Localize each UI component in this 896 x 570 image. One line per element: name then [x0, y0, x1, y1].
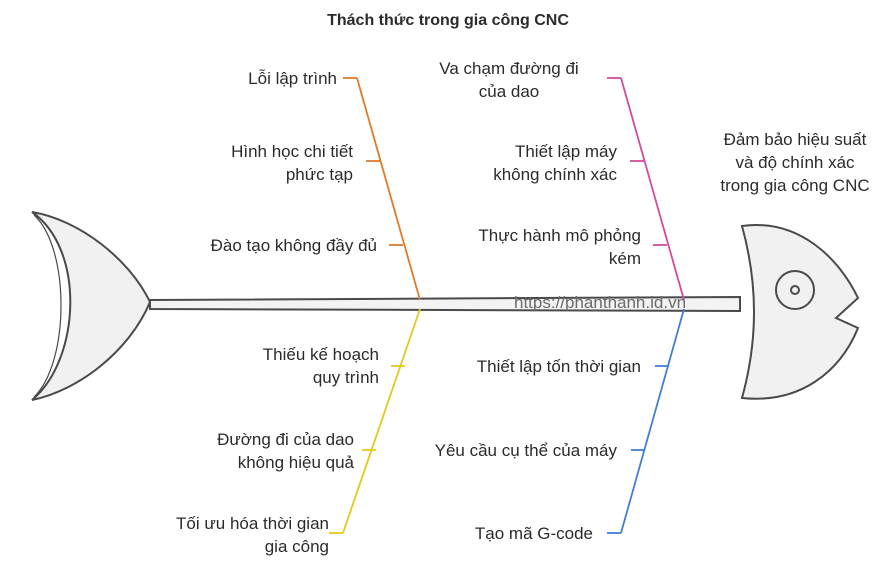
fish-spine [149, 295, 741, 313]
cause-label-thiet-lap-ton: Thiết lập tốn thời gian [476, 357, 641, 376]
diagram-title: Thách thức trong gia công CNC [327, 12, 569, 29]
fish-pupil [790, 285, 800, 295]
cause-label-duong-di-dao: Đường đi của dao không hiệu quả [217, 430, 354, 472]
watermark-text: https://phanthanh.id.vn [514, 293, 687, 312]
branch-bottom-left [342, 308, 421, 534]
fish-tail [31, 211, 152, 401]
effect-label: Đảm bảo hiệu suất và độ chính xác trong … [720, 130, 870, 195]
cause-label-loi-lap-trinh: Lỗi lập trình [248, 69, 337, 88]
cause-label-tao-ma: Tạo mã G-code [474, 524, 593, 543]
cause-label-thuc-hanh: Thực hành mô phỏng kém [478, 226, 641, 268]
fish-tail-inner [33, 214, 62, 398]
cause-label-thieu-ke-hoach: Thiếu kế hoạch quy trình [262, 345, 379, 387]
fish-head [740, 224, 860, 400]
cause-label-dao-tao: Đào tạo không đầy đủ [210, 236, 377, 255]
cause-label-yeu-cau: Yêu cầu cụ thể của máy [434, 441, 617, 460]
branch-top-left [356, 77, 421, 301]
branch-bottom-right [620, 308, 685, 534]
cause-label-va-cham: Va chạm đường đi của dao [439, 59, 579, 101]
cause-label-toi-uu: Tối ưu hóa thời gian gia công [176, 514, 329, 556]
cause-label-hinh-hoc: Hình học chi tiết phức tạp [231, 142, 353, 184]
fish-eye [775, 270, 815, 310]
cause-label-thiet-lap-may: Thiết lập máy không chính xác [493, 142, 617, 184]
branch-top-right [620, 77, 685, 301]
